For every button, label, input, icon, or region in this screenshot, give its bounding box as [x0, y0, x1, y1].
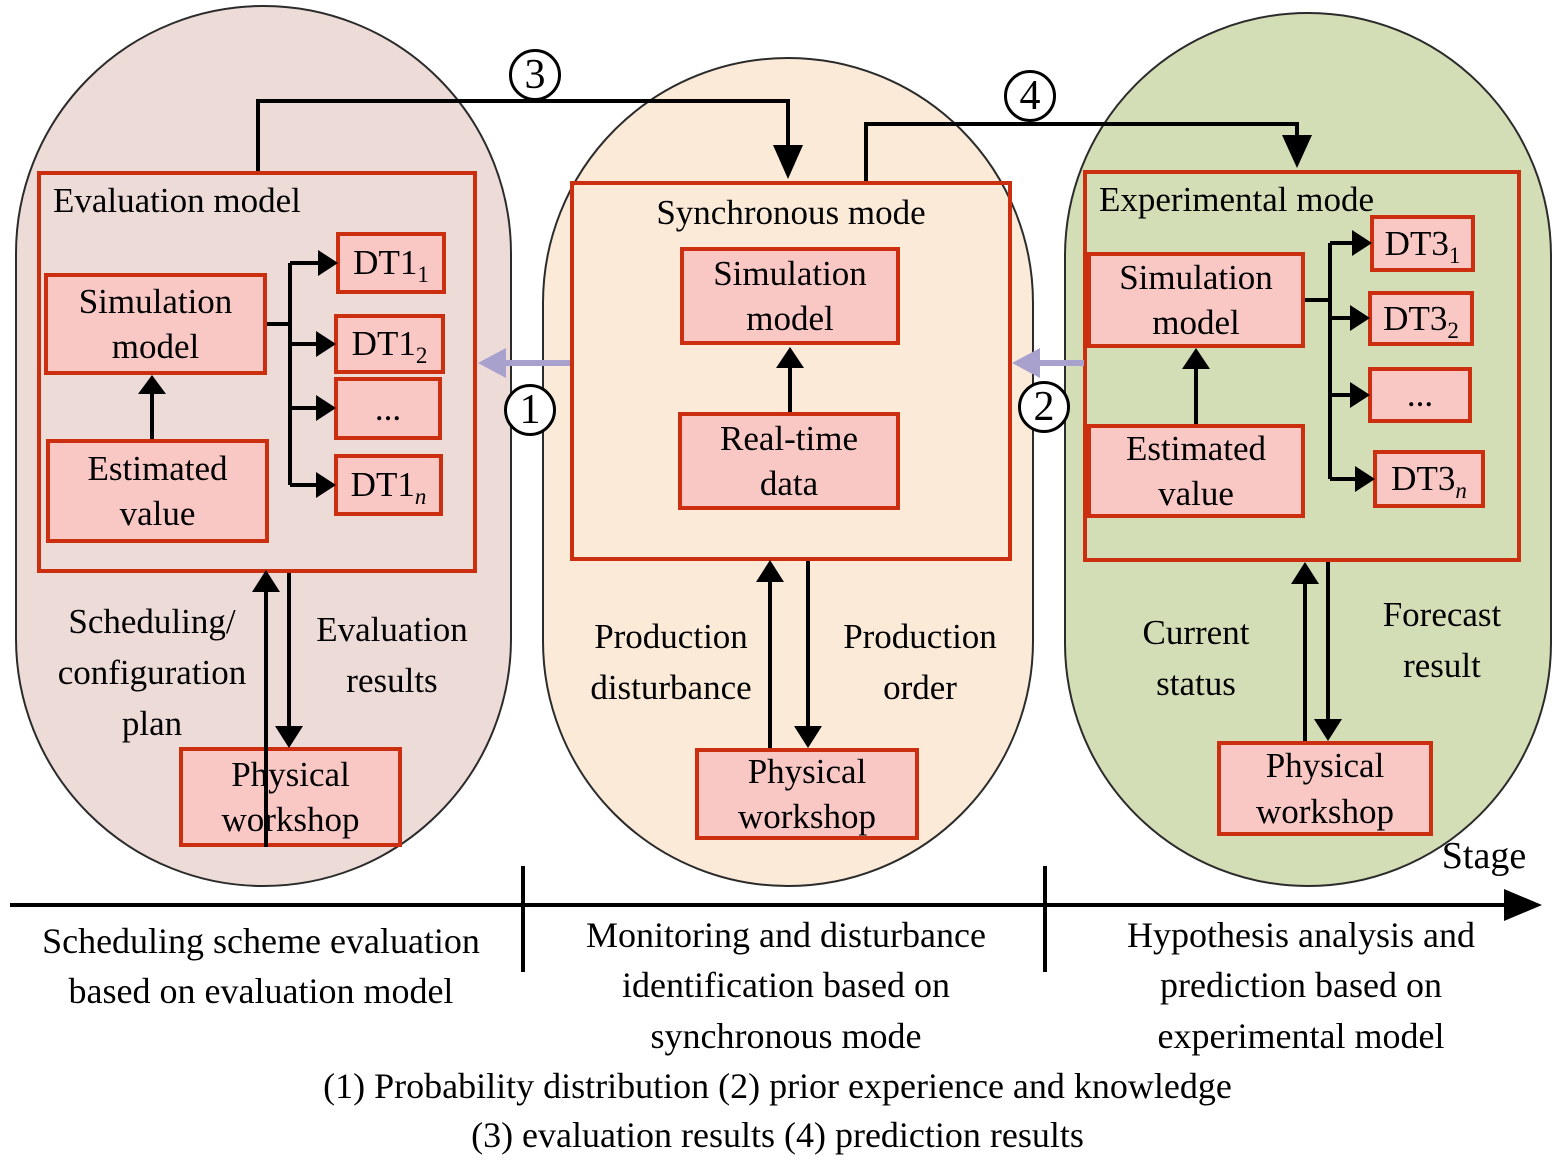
- synchronous-mode-title: Synchronous mode: [656, 193, 926, 232]
- dt3-n-box: DT3n: [1373, 450, 1485, 508]
- dt1-1-box: DT11: [336, 232, 446, 294]
- dt1-ellipsis-box: ...: [334, 377, 442, 440]
- experimental-mode-title: Experimental mode: [1099, 180, 1375, 219]
- circle-number-4: 4: [1004, 70, 1056, 122]
- synchronous-mode-frame: Synchronous mode: [570, 181, 1012, 561]
- evaluation-model-title: Evaluation model: [53, 181, 301, 220]
- experimental-mode-frame: Experimental mode: [1083, 170, 1521, 562]
- dt3-1-box: DT31: [1370, 215, 1475, 272]
- circle-number-2: 2: [1018, 381, 1070, 433]
- numbered-arrows-legend: (1) Probability distribution (2) prior e…: [323, 1066, 1232, 1155]
- dt1-2-box: DT12: [334, 314, 445, 374]
- dt3-2-box: DT32: [1368, 291, 1474, 346]
- circle-number-3: 3: [509, 49, 561, 101]
- stage-axis-label: Stage: [1441, 835, 1527, 877]
- dt1-n-box: DT1n: [334, 454, 443, 516]
- circle-number-1: 1: [504, 384, 556, 436]
- dt3-ellipsis-box: ...: [1368, 367, 1472, 423]
